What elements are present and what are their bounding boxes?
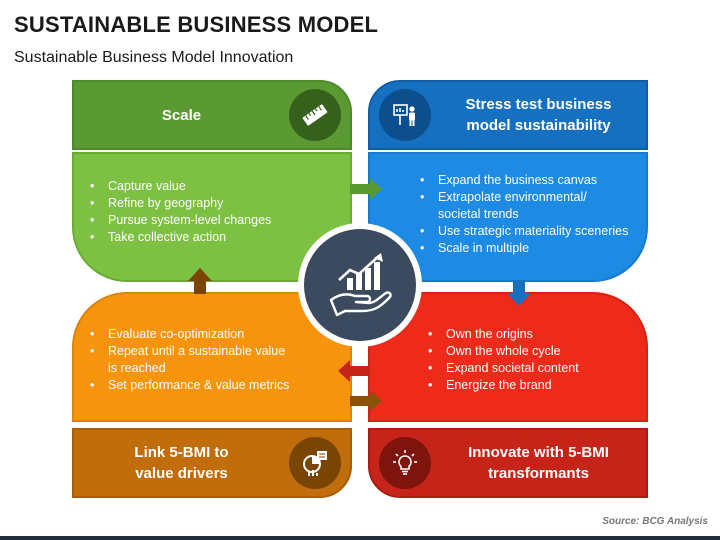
header-stress-test-line1: Stress test business xyxy=(465,96,612,113)
list-item-continuation: societal trends xyxy=(438,207,519,221)
list-item: Pursue system-level changes xyxy=(84,212,340,229)
list-item: Capture value xyxy=(84,178,340,195)
header-scale: Scale xyxy=(72,80,352,150)
list-item: Own the origins xyxy=(422,326,638,343)
header-link-label: Link 5-BMI to value drivers xyxy=(74,442,289,484)
arrow-down-blue xyxy=(507,280,531,306)
list-item: Energize the brand xyxy=(422,377,638,394)
growth-hand-icon xyxy=(304,229,416,341)
ruler-icon xyxy=(289,89,341,141)
header-innovate: Innovate with 5-BMI transformants xyxy=(368,428,648,498)
header-link-value-drivers: Link 5-BMI to value drivers xyxy=(72,428,352,498)
header-scale-label: Scale xyxy=(161,106,202,124)
analytics-icon xyxy=(289,437,341,489)
list-item: Repeat until a sustainable value xyxy=(84,343,340,360)
list-item: Scale in multiple xyxy=(414,240,638,257)
arrow-right-brown xyxy=(350,390,382,412)
box-scale: Capture value Refine by geography Pursue… xyxy=(72,152,352,282)
arrow-left-red xyxy=(338,360,370,382)
header-link-line2: value drivers xyxy=(135,465,228,482)
list-item: Take collective action xyxy=(84,229,340,246)
list-item-continuation: is reached xyxy=(108,361,166,375)
header-stress-test: Stress test business model sustainabilit… xyxy=(368,80,648,150)
header-link-line1: Link 5-BMI to xyxy=(134,444,229,461)
header-innovate-line1: Innovate with 5-BMI xyxy=(468,444,609,461)
list-item: Set performance & value metrics xyxy=(84,377,340,394)
lightbulb-icon xyxy=(379,437,431,489)
header-innovate-line2: transformants xyxy=(488,465,589,482)
slide-title: SUSTAINABLE BUSINESS MODEL xyxy=(14,12,379,37)
list-item: Extrapolate environmental/ xyxy=(414,189,638,206)
list-item: Expand the business canvas xyxy=(414,172,638,189)
presenter-icon xyxy=(379,89,431,141)
list-item: Evaluate co-optimization xyxy=(84,326,340,343)
list-item: Use strategic materiality sceneries xyxy=(414,223,638,240)
bottom-bar xyxy=(0,536,720,540)
header-innovate-label: Innovate with 5-BMI transformants xyxy=(431,442,646,484)
list-item: Own the whole cycle xyxy=(422,343,638,360)
header-stress-test-line2: model sustainability xyxy=(466,117,611,134)
header-stress-test-label: Stress test business model sustainabilit… xyxy=(431,94,646,136)
list-item: Expand societal content xyxy=(422,360,638,377)
source-note: Source: BCG Analysis xyxy=(602,516,708,527)
slide-subtitle: Sustainable Business Model Innovation xyxy=(14,49,294,66)
box-innovate: Own the origins Own the whole cycle Expa… xyxy=(368,292,648,422)
arrow-up-brown xyxy=(188,268,212,294)
list-item: Refine by geography xyxy=(84,195,340,212)
arrow-right-green xyxy=(350,178,382,200)
